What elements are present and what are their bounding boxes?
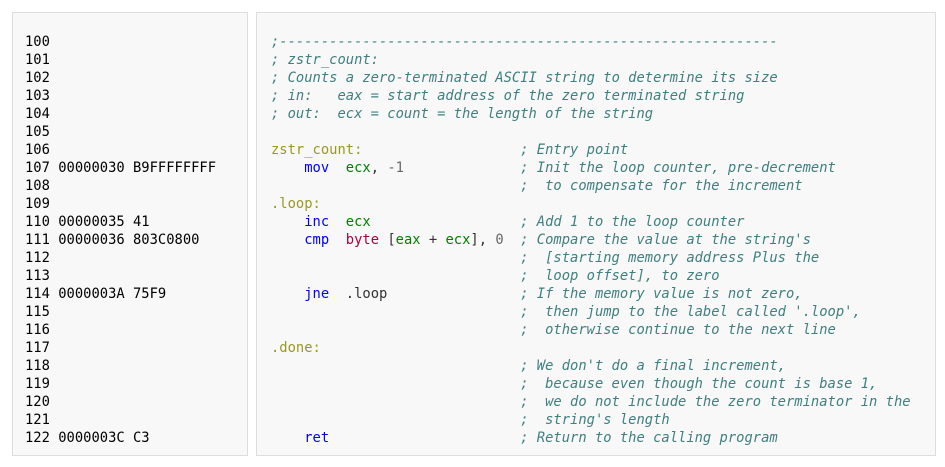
source-line: mov ecx, -1 ; Init the loop counter, pre-… [271,159,836,177]
code-comment: ; We don't do a final increment, [520,358,786,374]
code-token: eax [395,232,421,248]
source-line: jne .loop ; If the memory value is not ze… [271,285,802,303]
source-line: .done: [271,339,778,357]
listing-line: 103 [25,88,50,104]
code-comment: ; Entry point [520,142,629,158]
code-comment: ; to compensate for the increment [520,178,803,194]
listing-line: 113 [25,268,50,284]
source-line [271,123,778,141]
source-line: .loop: [271,195,778,213]
listing-line: 120 [25,394,50,410]
listing-line: 111 00000036 803C0800 [25,232,200,248]
listing-line: 107 00000030 B9FFFFFFFF [25,160,217,176]
code-token: zstr_count: [271,142,363,158]
code-comment: ; Return to the calling program [520,430,778,446]
listing-line: 116 [25,322,50,338]
code-token: , [370,160,388,176]
source-line: ; to compensate for the increment [271,177,802,195]
code-comment: ; then jump to the label called '.loop', [520,304,861,320]
code-comment: ; If the memory value is not zero, [520,286,803,302]
listing-line: 109 [25,196,50,212]
code-comment: ; Compare the value at the string's [520,232,811,248]
source-line: ; Counts a zero-terminated ASCII string … [271,69,778,87]
code-comment: ; Init the loop counter, pre-decrement [520,160,836,176]
code-token [271,160,304,176]
code-token [329,232,346,248]
code-token: ; Counts a zero-terminated ASCII string … [271,70,778,86]
code-token: ecx [345,214,371,230]
code-token: ret [304,430,330,446]
code-token [329,214,346,230]
code-token [329,160,346,176]
listing-line: 101 [25,52,50,68]
code-token [271,214,304,230]
source-line: ;---------------------------------------… [271,33,778,51]
source-line: ; we do not include the zero terminator … [271,393,910,411]
code-comment: ; [starting memory address Plus the [520,250,820,266]
code-token: ;---------------------------------------… [271,34,778,50]
source-line: cmp byte [eax + ecx], 0 ; Compare the val… [271,231,811,249]
code-token: mov [304,160,330,176]
source-lines: ;---------------------------------------… [271,33,911,447]
code-token: cmp [304,232,330,248]
listing-lines: 100 101 102 103 104 105 106 107 00000030 B9FFFF… [25,33,216,447]
code-comment: ; Add 1 to the loop counter [520,214,745,230]
code-token: inc [304,214,330,230]
source-line: ; string's length [271,411,778,429]
listing-panel: 100 101 102 103 104 105 106 107 00000030 B9FFFF… [12,12,248,456]
code-token: [ [379,232,396,248]
source-line: ; then jump to the label called '.loop', [271,303,861,321]
listing-line: 119 [25,376,50,392]
listing-line: 115 [25,304,50,320]
listing-line: 108 [25,178,50,194]
code-token: ecx [345,160,371,176]
listing-line: 112 [25,250,50,266]
code-token: + [420,232,446,248]
code-comment: ; because even though the count is base … [520,376,878,392]
listing-line: 106 [25,142,50,158]
source-line: ; We don't do a final increment, [271,357,786,375]
code-token: .loop [329,286,388,302]
listing-line: 105 [25,124,50,140]
listing-line: 104 [25,106,50,122]
listing-line: 102 [25,70,50,86]
code-comment: ; otherwise continue to the next line [520,322,836,338]
code-token: byte [345,232,380,248]
listing-line: 114 0000003A 75F9 [25,286,167,302]
code-token: ecx [445,232,471,248]
source-line: ; zstr_count: [271,51,778,69]
code-token: -1 [387,160,404,176]
code-token: ], [470,232,496,248]
code-token: ; zstr_count: [271,52,379,68]
source-line: zstr_count: ; Entry point [271,141,778,159]
source-line: ; in: eax = start address of the zero te… [271,87,778,105]
listing-line: 117 [25,340,50,356]
listing-line: 100 [25,34,50,50]
source-line: ; [starting memory address Plus the [271,249,819,267]
code-token: ; out: ecx = count = the length of the s… [271,106,654,122]
code-token [271,232,304,248]
source-panel: ;---------------------------------------… [256,12,936,456]
code-token: 0 [495,232,504,248]
code-token [271,286,304,302]
code-comment: ; we do not include the zero terminator … [520,394,911,410]
source-line: ; out: ecx = count = the length of the s… [271,105,778,123]
source-line: ; otherwise continue to the next line [271,321,836,339]
code-comment: ; string's length [520,412,670,428]
source-line: ret ; Return to the calling program [271,429,778,447]
code-token [271,430,304,446]
source-line: inc ecx ; Add 1 to the loop counter [271,213,778,231]
listing-line: 122 0000003C C3 [25,430,150,446]
code-token: .done: [271,340,321,356]
source-line: ; because even though the count is base … [271,375,877,393]
code-comment: ; loop offset], to zero [520,268,720,284]
code-token: ; in: eax = start address of the zero te… [271,88,745,104]
code-token: jne [304,286,330,302]
code-token: .loop: [271,196,321,212]
listing-line: 118 [25,358,50,374]
listing-line: 121 [25,412,50,428]
source-line: ; loop offset], to zero [271,267,778,285]
listing-line: 110 00000035 41 [25,214,150,230]
